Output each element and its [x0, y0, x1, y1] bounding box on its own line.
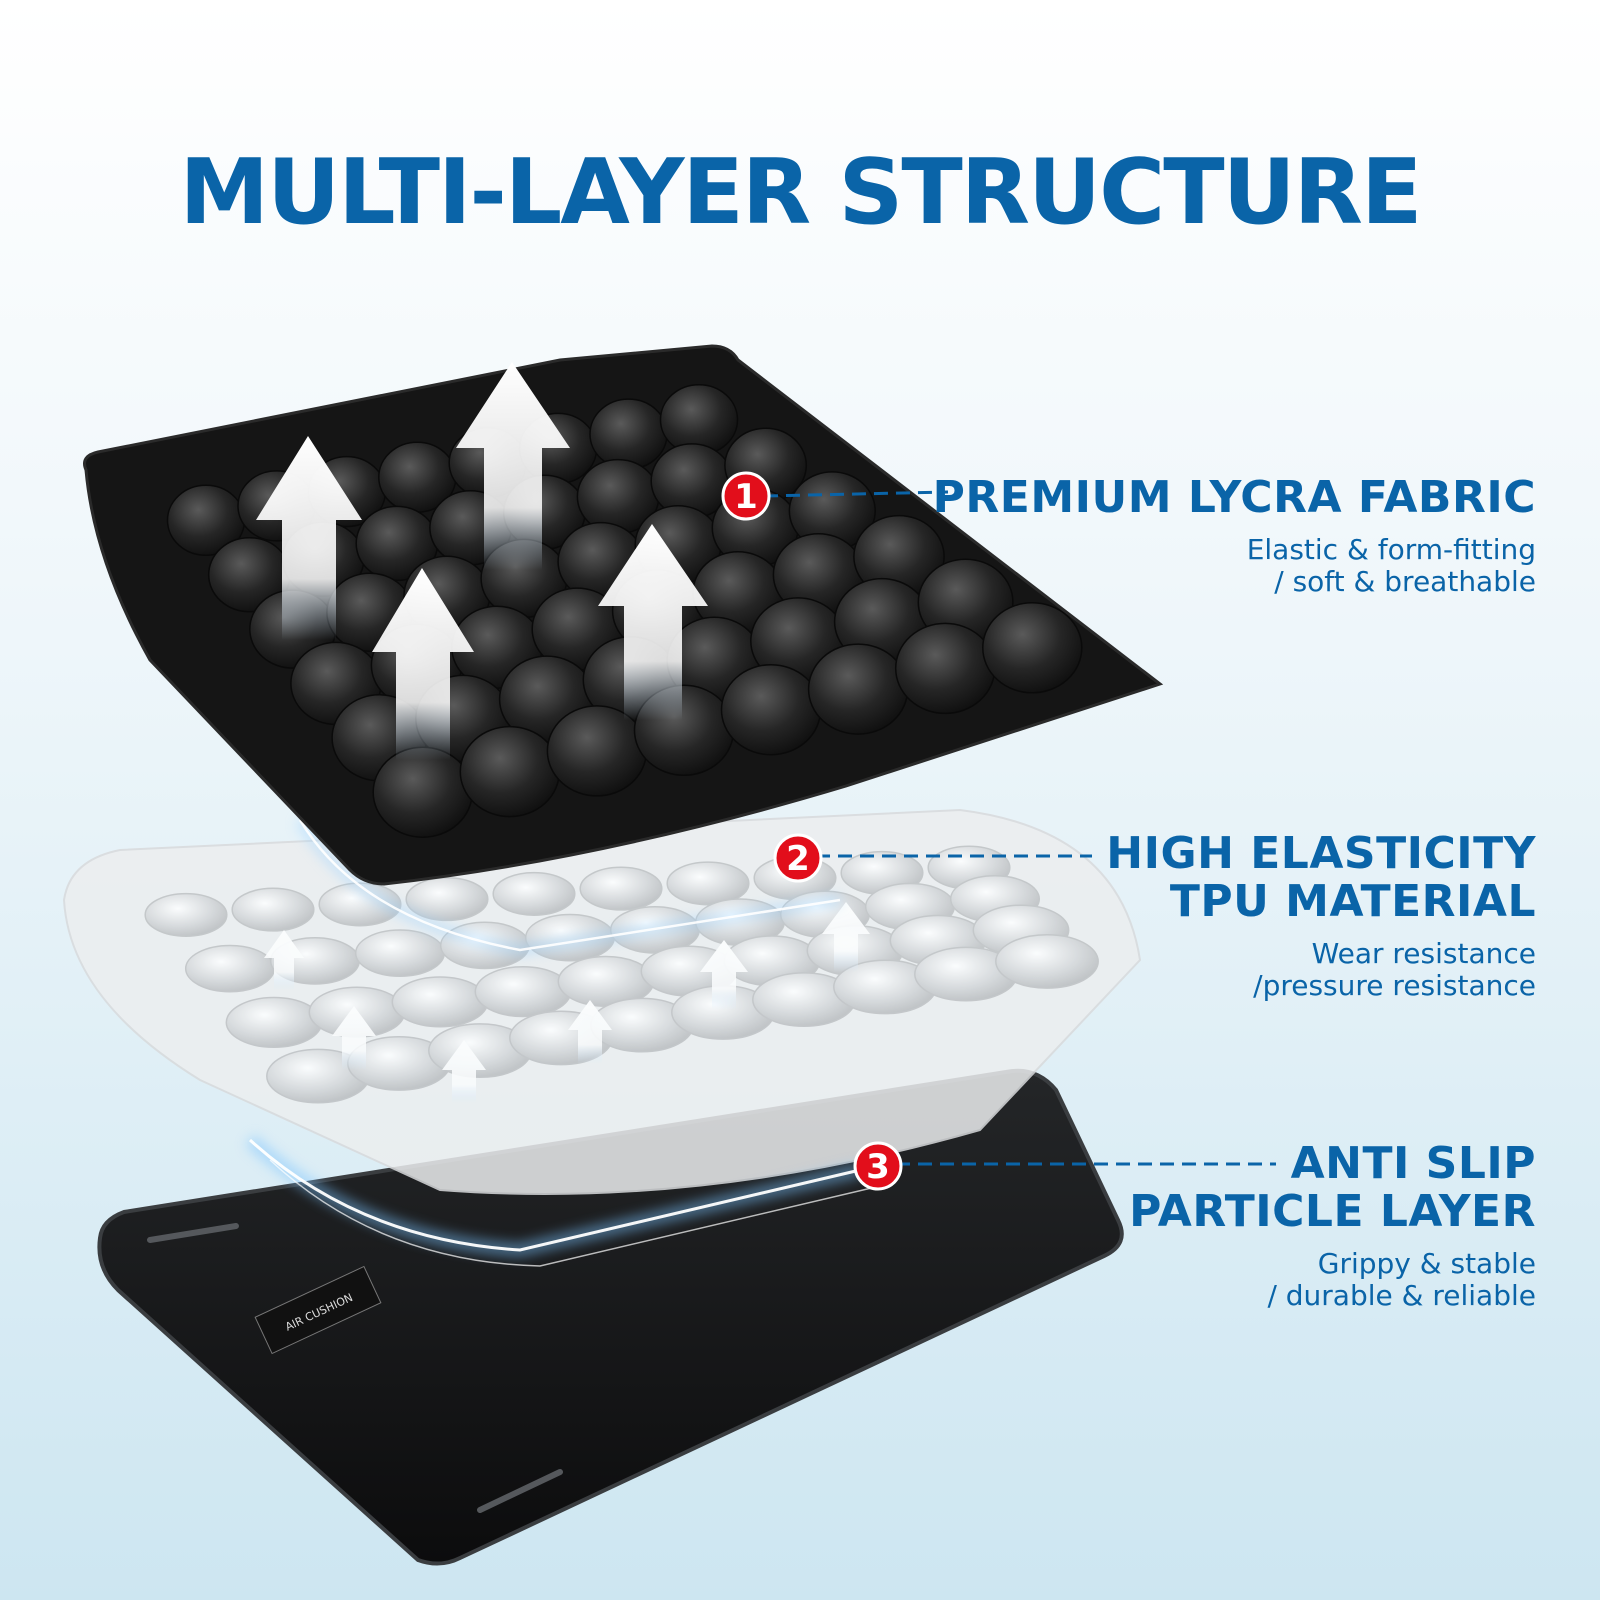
marker-1 [721, 471, 771, 521]
feature-anti-slip: ANTI SLIP PARTICLE LAYER Grippy & stable… [1129, 1140, 1536, 1312]
cushion-bubble [492, 871, 576, 916]
cushion-bubble [982, 602, 1083, 694]
cushion-bubble [391, 976, 489, 1028]
tpu-layer [62, 808, 1142, 1195]
airflow-arrows [256, 362, 708, 760]
page-title: MULTI-LAYER STRUCTURE [179, 140, 1423, 245]
feature-title-line: TPU MATERIAL [1169, 876, 1536, 927]
feature-tpu: HIGH ELASTICITY TPU MATERIAL Wear resist… [1106, 830, 1536, 1002]
feature-description: Wear resistance /pressure resistance [1106, 938, 1536, 1002]
cushion-bubble [995, 933, 1099, 989]
feature-title: ANTI SLIP PARTICLE LAYER [1129, 1140, 1536, 1236]
marker-3-number: 3 [866, 1147, 890, 1187]
feature-title: PREMIUM LYCRA FABRIC [933, 474, 1536, 522]
feature-title-line: PARTICLE LAYER [1129, 1186, 1536, 1237]
feature-title-line: ANTI SLIP [1290, 1138, 1536, 1189]
cushion-bubble [720, 663, 822, 756]
feature-description-line: Grippy & stable [1317, 1247, 1536, 1280]
feature-description-line: /pressure resistance [1253, 969, 1536, 1002]
cushion-bubble [459, 725, 561, 818]
feature-title: HIGH ELASTICITY TPU MATERIAL [1106, 830, 1536, 926]
cushion-bubble [589, 398, 668, 470]
callout-3: 3 [853, 1141, 1276, 1191]
base-layer: AIR CUSHION [97, 1068, 1124, 1566]
feature-title-line: HIGH ELASTICITY [1106, 828, 1536, 879]
callout-2: 2 [773, 833, 1092, 883]
feature-description-line: / durable & reliable [1267, 1279, 1536, 1312]
cushion-bubble [894, 622, 996, 715]
cushion-bubble [807, 643, 909, 735]
callout-1: 1 [721, 471, 949, 521]
cushion-bubble [144, 892, 228, 937]
feature-title-line: PREMIUM LYCRA FABRIC [932, 472, 1536, 523]
feature-description: Grippy & stable / durable & reliable [1129, 1248, 1536, 1312]
cushion-bubble [405, 877, 489, 922]
feature-description-line: Wear resistance [1311, 937, 1536, 970]
cushion-bubble [225, 996, 323, 1049]
marker-2-number: 2 [786, 839, 810, 879]
feature-description-line: / soft & breathable [1274, 565, 1536, 598]
cushion-bubble [354, 929, 446, 977]
feature-lycra: PREMIUM LYCRA FABRIC Elastic & form-fitt… [933, 474, 1536, 598]
feature-description-line: Elastic & form-fitting [1246, 533, 1536, 566]
cushion-bubble [372, 746, 473, 838]
marker-2 [773, 833, 823, 883]
cushion-bubble [666, 861, 750, 906]
marker-1-number: 1 [734, 477, 758, 517]
tpu-arrows [264, 902, 870, 1104]
swoosh-lines [245, 817, 881, 1267]
marker-3 [853, 1141, 903, 1191]
cushion-bubble [231, 887, 315, 932]
cushion-bubble [184, 944, 276, 993]
cushion-bubble [579, 866, 663, 911]
feature-description: Elastic & form-fitting / soft & breathab… [933, 534, 1536, 598]
lycra-layer [83, 344, 1164, 886]
cushion-bubble [474, 965, 572, 1018]
